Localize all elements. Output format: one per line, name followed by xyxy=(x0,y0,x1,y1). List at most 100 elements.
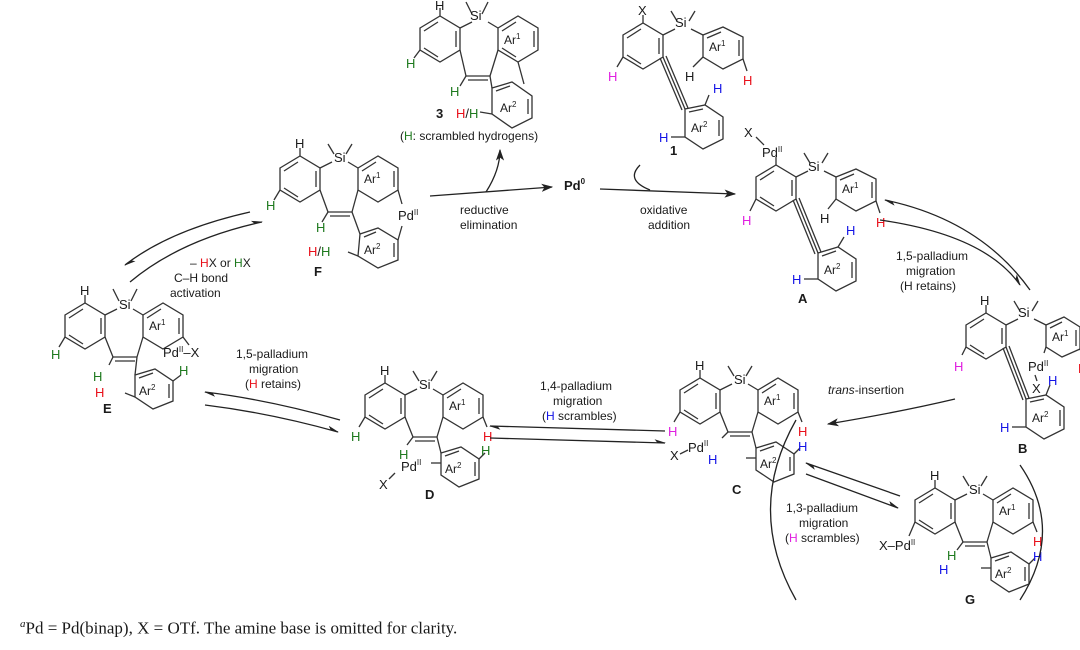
arrow-A-to-B xyxy=(879,219,1021,286)
label-elimination: elimination xyxy=(460,218,517,232)
h-scrambled-label: H/H xyxy=(456,106,478,121)
si-atom: Si xyxy=(1018,305,1030,320)
scrambled-note: (H: scrambled hydrogens) xyxy=(400,129,538,143)
ar2-label: Ar2 xyxy=(995,566,1012,581)
h-red: H xyxy=(876,215,885,230)
label-pd15-line3: (H retains) xyxy=(900,279,956,293)
ar1-label: Ar1 xyxy=(149,318,166,333)
arrow-C-to-G xyxy=(805,473,900,509)
intermediate-C: Si H H PdII X H H H Ar1 Ar2 C xyxy=(668,358,807,497)
x-atom: X xyxy=(1032,381,1041,396)
si-atom: Si xyxy=(119,297,131,312)
compound-id-E: E xyxy=(103,401,112,416)
ar2-label: Ar2 xyxy=(139,383,156,398)
compound-id-F: F xyxy=(314,264,322,279)
arrow-trans-insertion xyxy=(826,398,956,427)
ar1-label: Ar1 xyxy=(449,398,466,413)
label-pd15-line2: migration xyxy=(906,264,955,278)
h-atom: H xyxy=(695,358,704,373)
pd0-label: Pd0 xyxy=(564,177,586,193)
h-blue: H xyxy=(708,452,717,467)
pd-atom: PdII xyxy=(1028,359,1048,374)
arrow-F-to-E xyxy=(124,211,251,266)
intermediate-D: Si H H H H H PdII X Ar1 Ar2 D xyxy=(351,363,492,502)
ar1-label: Ar1 xyxy=(364,171,381,186)
h-red: H xyxy=(743,73,752,88)
compound-id-1: 1 xyxy=(670,143,677,158)
label-addition: addition xyxy=(648,218,690,232)
h-blue: H xyxy=(713,81,722,96)
ar1-label: Ar1 xyxy=(709,39,726,54)
arrow-D-to-E xyxy=(203,391,341,421)
ar2-label: Ar2 xyxy=(500,100,517,115)
ar1-label: Ar1 xyxy=(764,393,781,408)
intermediate-A: X PdII Si Ar1 Ar2 H H H H H A xyxy=(742,125,885,306)
si-atom: Si xyxy=(675,15,687,30)
h-blue: H xyxy=(939,562,948,577)
ar2-label: Ar2 xyxy=(760,456,777,471)
h-blue: H xyxy=(1000,420,1009,435)
intermediate-E: Si H H H H H PdII–X Ar1 Ar2 E xyxy=(51,283,200,416)
ar2-label: Ar2 xyxy=(824,262,841,277)
footnote-marker: a xyxy=(20,618,26,630)
arrow-oxidative-addition xyxy=(599,188,737,198)
label-pd14-line2: migration xyxy=(553,394,602,408)
ar1-label: Ar1 xyxy=(999,503,1016,518)
si-atom: Si xyxy=(808,159,820,174)
h-atom: H xyxy=(930,468,939,483)
h-atom: H xyxy=(80,283,89,298)
si-atom: Si xyxy=(419,377,431,392)
h-green: H xyxy=(399,447,408,462)
x-atom: X xyxy=(670,448,679,463)
h-scrambled: H/H xyxy=(308,244,330,259)
arrow-release-3 xyxy=(485,148,505,193)
pd-atom: PdII xyxy=(688,439,708,455)
h-green: H xyxy=(266,198,275,213)
h-blue: H xyxy=(659,130,668,145)
h-magenta: H xyxy=(668,424,677,439)
intermediate-F: Si H H H H/H PdII Ar1 Ar2 F xyxy=(266,136,418,279)
h-green: H xyxy=(179,363,188,378)
label-ch-line3: activation xyxy=(170,286,221,300)
h-atom: H xyxy=(435,0,444,13)
pd-x-group: PdII–X xyxy=(163,345,200,360)
label-pd14-line3: (H scrambles) xyxy=(542,409,617,423)
h-red: H xyxy=(483,429,492,444)
label-pd13-line3: (H scrambles) xyxy=(785,531,860,545)
arrow-substrate-in xyxy=(633,164,651,191)
arrow-reductive-elimination xyxy=(429,183,554,197)
label-pd13-line2: migration xyxy=(799,516,848,530)
ar1-label: Ar1 xyxy=(1052,329,1069,344)
label-reductive: reductive xyxy=(460,203,509,217)
label-oxidative: oxidative xyxy=(640,203,688,217)
arrow-D-to-C xyxy=(489,437,667,444)
h-blue: H xyxy=(846,223,855,238)
x-atom: X xyxy=(744,125,753,140)
si-atom: Si xyxy=(334,150,346,165)
h-green: H xyxy=(351,429,360,444)
scheme-footnote: aPd = Pd(binap), X = OTf. The amine base… xyxy=(20,618,457,639)
si-atom: Si xyxy=(734,372,746,387)
h-blue: H xyxy=(1048,373,1057,388)
label-pd15-DE-line3: (H retains) xyxy=(245,377,301,391)
ar2-label: Ar2 xyxy=(445,461,462,476)
ar1-label: Ar1 xyxy=(842,181,859,196)
compound-id-D: D xyxy=(425,487,434,502)
h-blue: H xyxy=(1033,549,1042,564)
x-atom: X xyxy=(379,477,388,492)
ar2-label: Ar2 xyxy=(691,120,708,135)
h-green: H xyxy=(93,369,102,384)
compound-id-C: C xyxy=(732,482,742,497)
compound-3: Si H H H Ar1 Ar2 3 H/H (H: scrambled hyd… xyxy=(400,0,539,143)
h-atom: H xyxy=(380,363,389,378)
pd-atom: PdII xyxy=(762,145,782,160)
h-green: H xyxy=(450,84,459,99)
pd-atom: PdII xyxy=(398,208,418,223)
label-pd15-DE-line2: migration xyxy=(249,362,298,376)
h-green: H xyxy=(316,220,325,235)
label-trans-insertion: trans-insertion xyxy=(828,383,904,397)
compound-id-G: G xyxy=(965,592,975,607)
h-green: H xyxy=(481,443,490,458)
si-atom: Si xyxy=(470,8,482,23)
